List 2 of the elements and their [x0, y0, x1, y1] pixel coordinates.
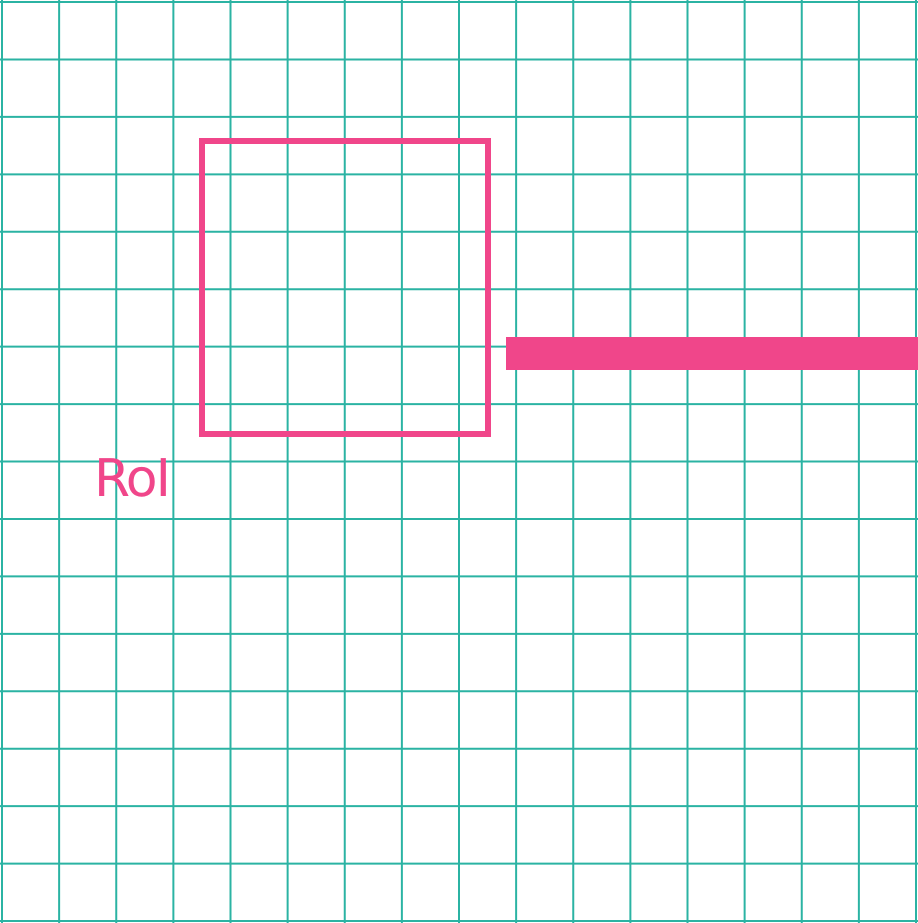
bar: [506, 337, 918, 370]
region-box: [199, 138, 491, 437]
